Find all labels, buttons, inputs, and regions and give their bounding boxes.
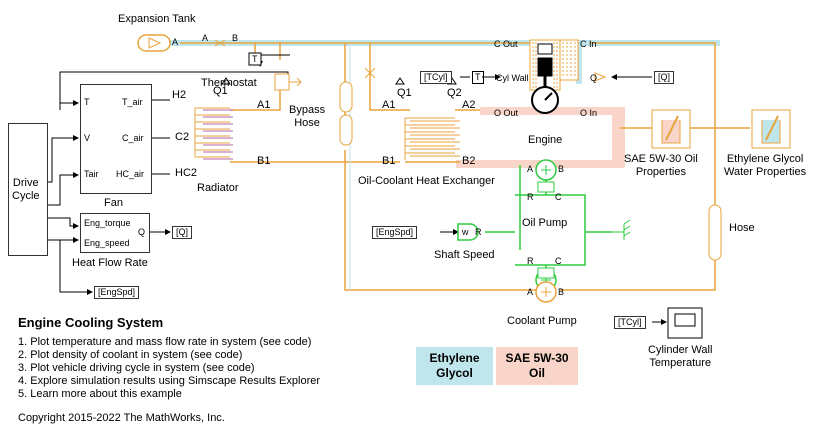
cooler-a2: A2 (462, 99, 476, 111)
oil-pump-r-top: R (527, 192, 534, 202)
engine-o-in: O In (580, 108, 598, 118)
hfr-q: Q (138, 227, 146, 237)
goto-q-tag[interactable]: [Q] (172, 226, 193, 239)
coolant-pump-c: C (555, 256, 562, 266)
radiator-c2: C2 (175, 131, 190, 143)
radiator-label: Radiator (197, 182, 239, 194)
radiator-a1: A1 (257, 99, 271, 111)
port-a-small: A (202, 33, 209, 43)
radiator-h2: H2 (172, 89, 187, 101)
fan-block[interactable] (80, 84, 152, 194)
engine-o-out: O Out (494, 108, 519, 118)
from-tcyl-scope-tag[interactable]: [TCyl] (614, 316, 646, 329)
radiator-hc2: HC2 (175, 167, 198, 179)
goto-engspd-tag[interactable]: [EngSpd] (94, 286, 140, 299)
fan-port-v: V (84, 133, 91, 143)
thermostat-label: Thermostat (201, 77, 257, 89)
fan-port-t-air: T_air (122, 97, 143, 107)
cooler-q1: Q1 (397, 87, 412, 99)
heat-flow-rate-block[interactable] (80, 213, 150, 253)
hfr-eng-speed: Eng_speed (84, 238, 130, 248)
fan-port-t: T (84, 97, 90, 107)
from-tcyl-tag[interactable]: [TCyl] (420, 71, 452, 84)
shaft-speed-r: R (475, 227, 482, 237)
engine-label: Engine (528, 134, 563, 146)
temp-sensor-t: T (472, 71, 484, 84)
legend-glycol: Ethylene Glycol (416, 347, 493, 385)
drive-cycle-label: Drive Cycle (12, 177, 40, 202)
cooler-a1: A1 (382, 99, 396, 111)
link-plot-density[interactable]: 2. Plot density of coolant in system (se… (18, 349, 243, 361)
expansion-tank-shape (137, 34, 171, 52)
heat-flow-rate-label: Heat Flow Rate (72, 257, 148, 269)
link-learn-more[interactable]: 5. Learn more about this example (18, 388, 182, 400)
fan-port-hc-air: HC_air (116, 169, 145, 179)
coolant-pump-a: A (527, 287, 534, 297)
expansion-tank-label: Expansion Tank (118, 13, 196, 25)
hfr-eng-torque: Eng_torque (84, 218, 131, 228)
engine-q: Q (590, 73, 598, 83)
copyright: Copyright 2015-2022 The MathWorks, Inc. (18, 412, 225, 424)
model-title: Engine Cooling System (18, 315, 164, 330)
oil-cooler-label: Oil-Coolant Heat Exchanger (358, 175, 495, 187)
engine-c-in: C In (580, 39, 597, 49)
cooler-b1: B1 (382, 155, 396, 167)
coolant-pump-r: R (527, 256, 534, 266)
glycol-properties-label: Ethylene Glycol Water Properties (724, 153, 807, 178)
engine-c-out: C Out (494, 39, 518, 49)
oil-highlight-right (612, 107, 625, 167)
port-a: A (172, 37, 179, 47)
drive-cycle-block[interactable] (8, 123, 48, 256)
fan-port-tair: Tair (84, 169, 99, 179)
engine-shape (529, 39, 579, 114)
engine-q2: Q2 (447, 87, 462, 99)
oil-properties-label: SAE 5W-30 Oil Properties (624, 153, 698, 178)
link-plot-drive-cycle[interactable]: 3. Plot vehicle driving cycle in system … (18, 362, 255, 374)
cooler-b2: B2 (462, 155, 476, 167)
oil-pump-label: Oil Pump (522, 217, 568, 229)
shaft-speed-w: w (462, 227, 469, 237)
legend-oil: SAE 5W-30 Oil (496, 347, 578, 385)
oil-pump-c-top: C (555, 192, 562, 202)
cylinder-wall-temp-label: Cylinder Wall Temperature (648, 344, 713, 369)
coolant-pump-b: B (558, 287, 565, 297)
link-results-explorer[interactable]: 4. Explore simulation results using Sims… (18, 375, 321, 387)
link-plot-temperature[interactable]: 1. Plot temperature and mass flow rate i… (18, 336, 312, 348)
fan-label: Fan (104, 197, 123, 209)
thermostat-t: T (252, 54, 258, 64)
coolant-pump-label: Coolant Pump (507, 315, 577, 327)
oil-cooler-shape (404, 117, 455, 160)
radiator-b1: B1 (257, 155, 271, 167)
hose-label: Hose (729, 222, 755, 234)
port-b-small: B (232, 33, 239, 43)
from-engspd-tag[interactable]: [EngSpd] (372, 226, 418, 239)
radiator-shape (194, 107, 230, 158)
shaft-speed-label: Shaft Speed (434, 249, 495, 261)
oil-pump-a: A (527, 164, 534, 174)
oil-pump-b: B (558, 164, 565, 174)
bypass-hose-label: Bypass Hose (289, 104, 326, 129)
thermostat-q1: Q1 (213, 85, 228, 97)
glycol-highlight-engine (576, 40, 582, 84)
engine-cyl-wall: Cyl Wall (496, 73, 529, 83)
fan-port-c-air: C_air (122, 133, 144, 143)
from-q-tag[interactable]: [Q] (654, 71, 675, 84)
